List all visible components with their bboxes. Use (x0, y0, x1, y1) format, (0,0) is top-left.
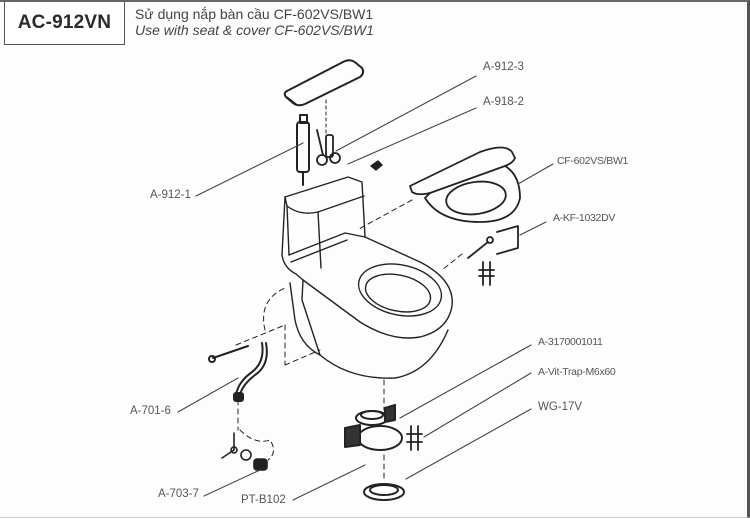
flange-drawing (344, 404, 403, 451)
seat-bolts-drawing (467, 225, 519, 286)
part-label-flange: A-3170001011 (538, 336, 603, 348)
wax-ring-drawing (363, 483, 405, 501)
model-code: AC-912VN (17, 12, 112, 33)
part-label-angle-valve: A-703-7 (158, 488, 199, 500)
fill-valve-drawing (296, 114, 310, 186)
flush-valve-drawing (316, 129, 341, 166)
part-label-hose: A-701-6 (130, 405, 171, 417)
trap-screws-drawing (406, 425, 423, 451)
part-label-trap-screws: A-Vit-Trap-M6x60 (538, 366, 616, 378)
part-label-seat-bolts: A-KF-1032DV (553, 212, 616, 224)
angle-valve-drawing (221, 432, 268, 471)
part-label-valves: A-912-1 (150, 189, 191, 201)
tank-drawing (281, 176, 366, 269)
bowl-drawing (281, 232, 453, 379)
note-vietnamese: Sử dụng nắp bàn cầu CF-602VS/BW1 (135, 6, 374, 22)
supply-hose-drawing (208, 342, 268, 402)
part-label-floor-set: PT-B102 (241, 494, 286, 506)
part-label-seat: CF-602VS/BW1 (557, 155, 629, 167)
part-label-lid: A-912-3 (483, 61, 524, 73)
seat-cover-drawing (409, 146, 521, 223)
note-english: Use with seat & cover CF-602VS/BW1 (135, 22, 374, 38)
compatibility-note: Sử dụng nắp bàn cầu CF-602VS/BW1 Use wit… (135, 6, 374, 38)
part-label-button: A-918-2 (483, 96, 524, 108)
part-label-wax-ring: WG-17V (538, 401, 583, 413)
model-code-box: AC-912VN (4, 2, 125, 45)
tank-lid-drawing (283, 59, 365, 107)
